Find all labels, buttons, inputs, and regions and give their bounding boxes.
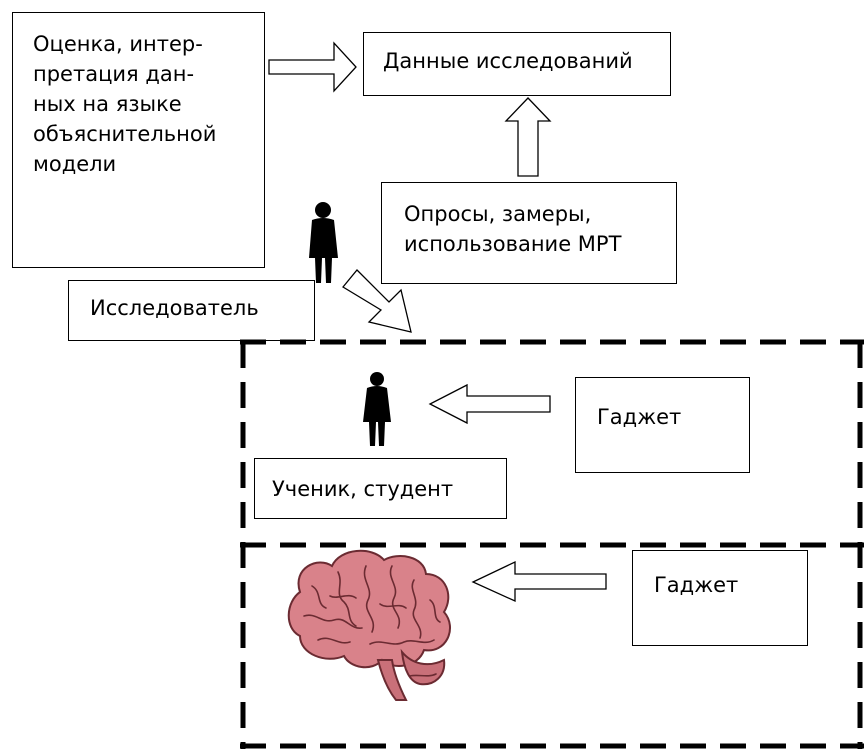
research-data-box: Данные исследований bbox=[363, 32, 671, 96]
arrow-gadget-to-student bbox=[428, 383, 551, 425]
arrow-evaluation-to-data bbox=[268, 41, 357, 93]
gadget-top-text: Гаджет bbox=[597, 405, 682, 429]
gadget-top-box: Гаджет bbox=[575, 377, 750, 473]
student-person-icon bbox=[363, 372, 391, 446]
evaluation-text: Оценка, интер- претация дан- ных на язык… bbox=[33, 32, 217, 176]
evaluation-box: Оценка, интер- претация дан- ных на язык… bbox=[12, 12, 265, 268]
arrow-methods-to-data bbox=[504, 97, 552, 177]
researcher-person-icon bbox=[309, 202, 338, 283]
methods-text: Опросы, замеры, использование МРТ bbox=[404, 202, 622, 256]
student-text: Ученик, студент bbox=[272, 477, 454, 501]
dashed-frame bbox=[240, 339, 864, 749]
researcher-box: Исследователь bbox=[68, 280, 315, 341]
methods-box: Опросы, замеры, использование МРТ bbox=[381, 182, 677, 284]
gadget-bottom-box: Гаджет bbox=[632, 550, 808, 646]
researcher-text: Исследователь bbox=[90, 296, 259, 320]
arrow-gadget-to-brain bbox=[471, 560, 607, 603]
brain-icon bbox=[287, 549, 451, 701]
arrow-researcher-to-study bbox=[342, 269, 412, 333]
student-box: Ученик, студент bbox=[254, 458, 507, 519]
gadget-bottom-text: Гаджет bbox=[654, 573, 739, 597]
research-data-text: Данные исследований bbox=[383, 49, 633, 73]
